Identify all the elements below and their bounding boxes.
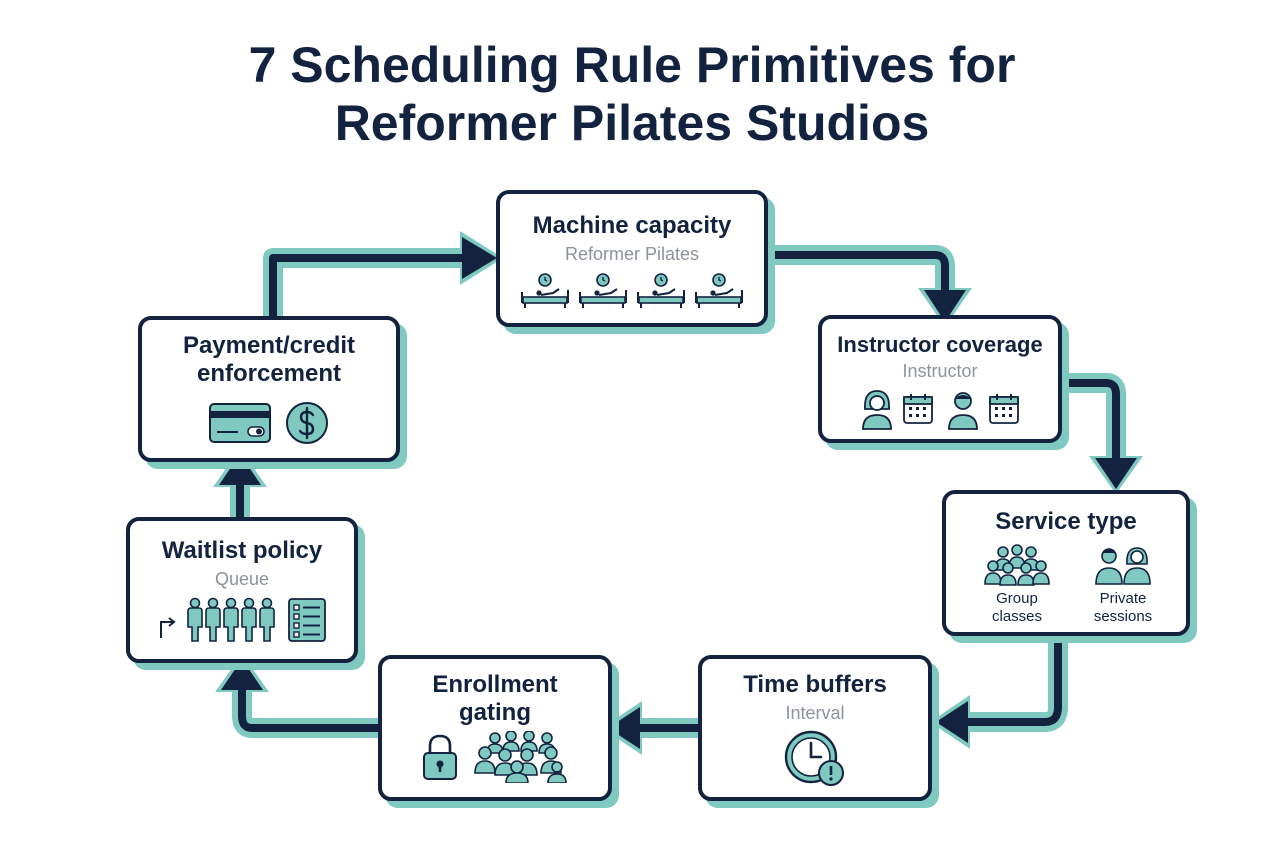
page-title: 7 Scheduling Rule Primitives for Reforme…	[0, 36, 1264, 152]
node-title: Instructor coverage	[837, 332, 1043, 357]
node-service-type: Service type Group classes Private sessi…	[942, 490, 1190, 636]
node-time-buffers: Time buffers Interval	[698, 655, 932, 801]
node-title: Machine capacity	[532, 212, 732, 239]
node-title: Service type	[995, 508, 1137, 535]
reformer-machine-icon	[637, 273, 685, 308]
connector-enrollment-to-waitlist	[232, 680, 390, 738]
reformer-machine-icon	[695, 273, 743, 308]
queue-arrow-icon	[160, 617, 176, 638]
group-classes: Group classes	[968, 544, 1066, 626]
dollar-coin-icon	[286, 402, 328, 444]
node-title-line-1: Payment/credit	[182, 332, 356, 359]
clock-alert-icon	[784, 730, 844, 786]
arrowhead-up-icon	[219, 454, 261, 485]
node-subtitle: Reformer Pilates	[564, 244, 700, 264]
arrowhead-left-icon	[936, 701, 968, 743]
padlock-icon	[423, 734, 457, 780]
reformer-machine-icon	[579, 273, 627, 308]
crowd-icon	[474, 731, 567, 783]
checklist-icon	[288, 598, 326, 642]
female-instructor-icon	[862, 390, 892, 430]
arrowhead-down-icon	[1095, 458, 1137, 489]
node-title-line-2: gating	[459, 699, 531, 726]
credit-card-icon	[209, 403, 271, 443]
male-instructor-icon	[948, 392, 978, 430]
arrowhead-up-icon	[221, 659, 263, 690]
node-title: Time buffers	[743, 671, 887, 698]
reformer-machine-icon	[521, 273, 569, 308]
group-classes-label: Group classes	[991, 590, 1043, 625]
page-title-line-1: 7 Scheduling Rule Primitives for	[248, 37, 1016, 93]
node-waitlist-policy: Waitlist policy Queue	[126, 517, 358, 663]
connector-payment-to-machine	[263, 248, 472, 332]
calendar-icon	[989, 394, 1019, 424]
connector-instructor-to-service	[1052, 373, 1126, 468]
connector-machine-to-instructor	[758, 245, 955, 300]
node-title-line-1: Enrollment	[432, 671, 558, 698]
calendar-icon	[903, 394, 933, 424]
node-payment-credit-enforcement: Payment/credit enforcement	[138, 316, 400, 462]
queue-people-icon	[187, 597, 275, 642]
private-sessions-label: Private sessions	[1093, 590, 1153, 625]
pair-people-icon	[1095, 547, 1151, 585]
node-subtitle: Interval	[785, 703, 845, 723]
connector-service-to-time	[958, 626, 1068, 732]
node-enrollment-gating: Enrollment gating	[378, 655, 612, 801]
node-machine-capacity: Machine capacity Reformer Pilates	[496, 190, 768, 327]
node-title: Waitlist policy	[161, 537, 323, 564]
node-subtitle: Queue	[214, 569, 270, 589]
node-subtitle: Instructor	[902, 361, 978, 381]
arrowhead-down-icon	[924, 290, 966, 322]
group-people-icon	[984, 544, 1050, 586]
arrowhead-left-icon	[608, 707, 640, 749]
page-title-line-2: Reformer Pilates Studios	[334, 95, 930, 151]
private-sessions: Private sessions	[1078, 544, 1168, 626]
node-instructor-coverage: Instructor coverage Instructor	[818, 315, 1062, 443]
node-title-line-2: enforcement	[196, 360, 342, 387]
arrowhead-right-icon	[462, 237, 497, 279]
